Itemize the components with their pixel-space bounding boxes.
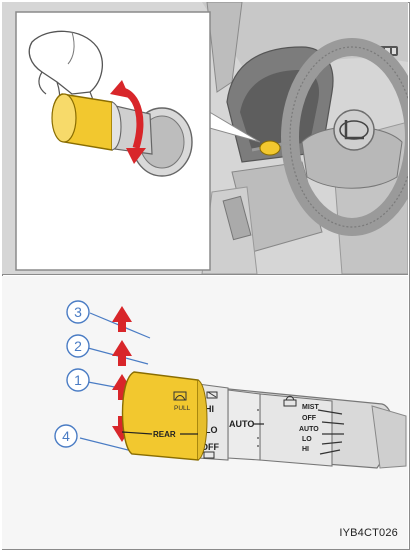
callout-2: 2	[67, 335, 89, 357]
yellow-knob[interactable]	[123, 372, 199, 460]
svg-text:1: 1	[74, 372, 82, 388]
rear-position-lo: LO	[302, 436, 312, 443]
rear-position-auto: AUTO	[299, 426, 319, 433]
lever-diagram: 3 2 1 4	[2, 276, 408, 549]
callout-3: 3	[67, 301, 89, 323]
dashboard-scene	[2, 2, 408, 275]
auto-label: AUTO	[229, 419, 254, 429]
svg-text:2: 2	[74, 338, 82, 354]
svg-text:3: 3	[74, 304, 82, 320]
dashboard-illustration	[2, 2, 408, 274]
callout-1: 1	[67, 369, 89, 391]
figure-code: IYB4CT026	[339, 527, 398, 539]
svg-text:4: 4	[62, 428, 70, 444]
rear-position-mist: MIST	[302, 404, 319, 411]
rear-label: REAR	[153, 430, 176, 439]
lever-detail-panel: 3 2 1 4	[2, 276, 408, 549]
rear-position-off: OFF	[302, 415, 317, 422]
knob-pull-label: PULL	[174, 405, 191, 412]
rear-position-hi: HI	[302, 446, 309, 453]
callout-4: 4	[55, 425, 77, 447]
